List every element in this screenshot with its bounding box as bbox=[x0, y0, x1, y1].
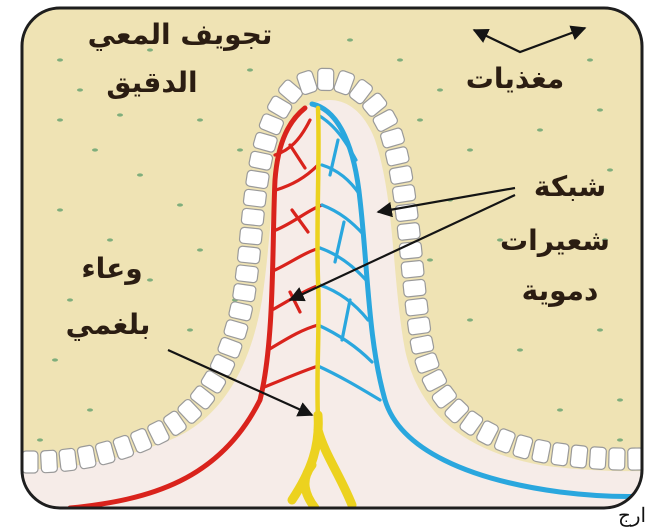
capillary-label-line2: شعيرات bbox=[500, 224, 610, 257]
capillary-label-line3: دموية bbox=[522, 274, 599, 307]
nutrient-dot bbox=[607, 168, 613, 171]
nutrient-dot bbox=[67, 298, 73, 301]
nutrient-dot bbox=[177, 203, 183, 206]
epithelial-cell bbox=[237, 246, 261, 264]
nutrient-dot bbox=[57, 208, 63, 211]
nutrient-dot bbox=[52, 358, 58, 361]
epithelial-cell bbox=[401, 260, 424, 278]
epithelial-cell bbox=[239, 227, 262, 245]
nutrient-dot bbox=[597, 328, 603, 331]
epithelial-cell bbox=[403, 279, 427, 297]
lymph-label-line2: بلغمي bbox=[66, 308, 151, 341]
nutrient-dot bbox=[597, 108, 603, 111]
nutrient-dot bbox=[107, 238, 113, 241]
epithelial-cell bbox=[389, 165, 413, 185]
lumen-label-line2: الدقيق bbox=[106, 66, 197, 99]
nutrient-dot bbox=[557, 408, 563, 411]
nutrient-dot bbox=[92, 148, 98, 151]
nutrient-dot bbox=[397, 58, 403, 61]
nutrient-dot bbox=[57, 58, 63, 61]
lumen-label-line1: تجويف المعي bbox=[88, 18, 273, 51]
lymph-vessel bbox=[317, 108, 318, 420]
epithelial-cell bbox=[589, 447, 606, 470]
nutrient-dot bbox=[467, 148, 473, 151]
nutrient-dot bbox=[137, 173, 143, 176]
epithelial-cell bbox=[59, 448, 77, 472]
epithelial-cell bbox=[243, 189, 267, 208]
epithelial-cell bbox=[405, 298, 429, 316]
nutrient-dot bbox=[117, 113, 123, 116]
epithelial-cell bbox=[235, 265, 259, 284]
epithelial-cell bbox=[531, 439, 551, 464]
epithelial-cell bbox=[22, 451, 38, 473]
nutrient-dot bbox=[77, 88, 83, 91]
nutrient-dot bbox=[417, 118, 423, 121]
nutrient-dot bbox=[87, 408, 93, 411]
epithelial-cell bbox=[241, 208, 265, 226]
epithelial-cell bbox=[318, 68, 334, 90]
nutrient-dot bbox=[237, 148, 243, 151]
nutrient-dot bbox=[427, 258, 433, 261]
capillary-label-line1: شبكة bbox=[534, 170, 606, 203]
epithelial-cell bbox=[407, 316, 431, 335]
nutrient-dot bbox=[187, 328, 193, 331]
lymph-label-line1: وعاء bbox=[81, 252, 142, 285]
nutrient-dot bbox=[537, 128, 543, 131]
epithelial-cell bbox=[646, 447, 663, 470]
epithelial-cell bbox=[551, 442, 570, 466]
nutrient-dot bbox=[147, 278, 153, 281]
epithelial-cell bbox=[232, 283, 256, 302]
nutrient-dot bbox=[617, 438, 623, 441]
epithelial-cell bbox=[392, 184, 416, 203]
nutrient-dot bbox=[467, 318, 473, 321]
nutrient-dot bbox=[517, 348, 523, 351]
epithelial-cell bbox=[397, 222, 421, 240]
epithelial-cell bbox=[570, 445, 588, 469]
nutrient-dot bbox=[617, 398, 623, 401]
epithelial-cell bbox=[245, 170, 269, 189]
nutrient-dot bbox=[57, 118, 63, 121]
nutrient-dot bbox=[197, 118, 203, 121]
nutrient-dot bbox=[197, 248, 203, 251]
nutrient-dot bbox=[37, 438, 43, 441]
epithelial-cell bbox=[609, 448, 626, 470]
nutrient-dot bbox=[437, 88, 443, 91]
nutrient-dot bbox=[587, 58, 593, 61]
epithelial-cell bbox=[77, 445, 97, 470]
epithelial-cell bbox=[40, 450, 57, 473]
corner-fragment-text: ارج bbox=[618, 503, 646, 527]
nutrient-dot bbox=[247, 68, 253, 71]
nutrients-label: مغذيات bbox=[466, 62, 564, 95]
nutrient-dot bbox=[347, 38, 353, 41]
